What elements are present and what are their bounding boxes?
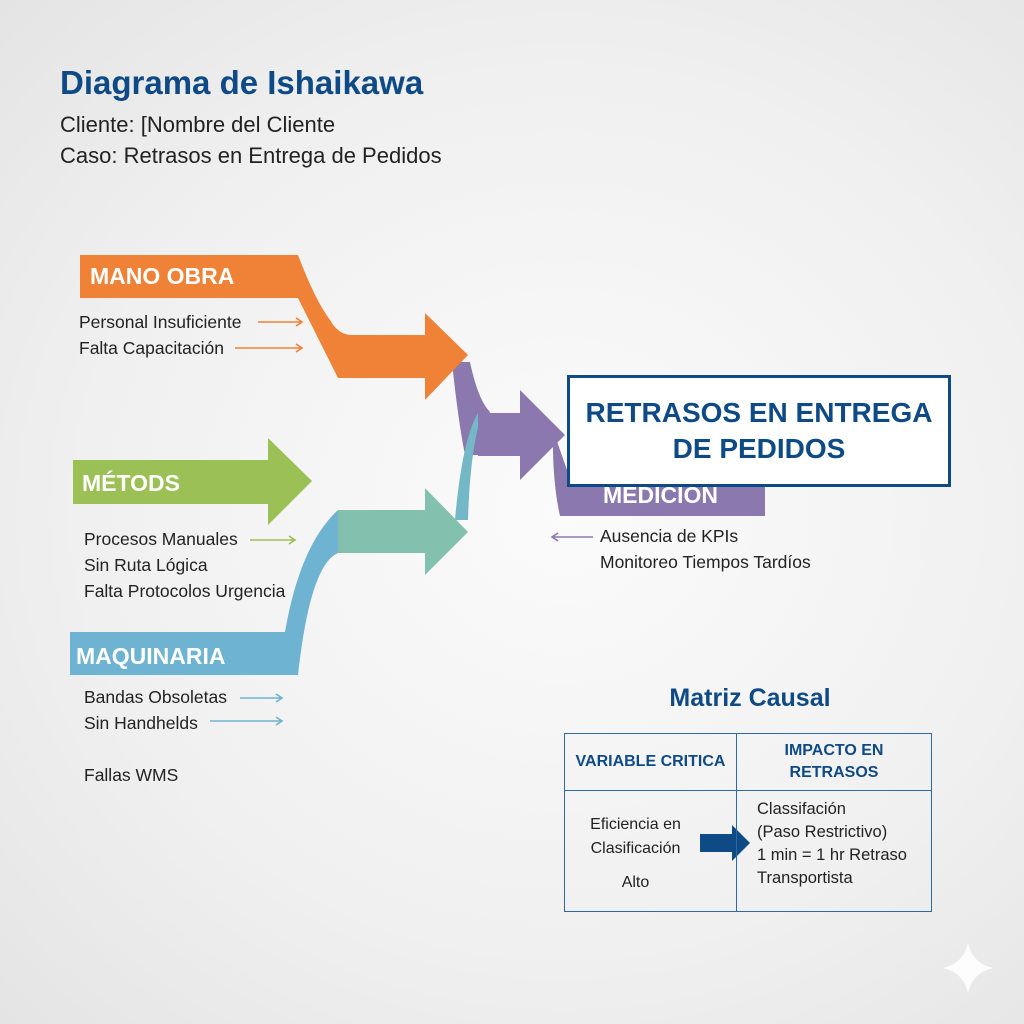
cause-item: Monitoreo Tiempos Tardíos [600,552,811,572]
impact-line: (Paso Restrictivo) [757,823,888,841]
effect-line-1: RETRASOS EN ENTREGA [585,397,933,428]
teal-connector [455,413,482,520]
cause-item: Procesos Manuales [84,529,238,549]
impact-line: Transportista [757,869,853,887]
cause-arrows [210,317,593,726]
metodos-label: MÉTODS [82,470,180,496]
impact-line: Classifación [757,800,846,818]
mano-obra-arrow [80,255,468,400]
maquinaria-label: MAQUINARIA [76,643,226,669]
cause-item: Bandas Obsoletas [84,687,228,707]
impact-line: 1 min = 1 hr Retraso [757,846,907,864]
teal-arrow [338,488,468,575]
maquinaria-causes: Bandas Obsoletas Sin Handhelds Fallas WM… [84,684,227,788]
matrix-variable-cell: Eficiencia en Clasificación Alto [564,790,737,912]
mano-obra-label: MANO OBRA [90,263,235,289]
cause-item: Falta Protocolos Urgencia [84,581,286,601]
case-line: Caso: Retrasos en Entrega de Pedidos [60,143,442,168]
effect-line-2: DE PEDIDOS [672,433,846,464]
medicion-causes: Ausencia de KPIs Monitoreo Tiempos Tardí… [600,523,811,575]
cause-item: Sin Ruta Lógica [84,555,208,575]
variable-line: Clasificación [590,840,681,857]
matrix-header-impact: IMPACTO EN RETRASOS [736,733,932,791]
cause-item: Ausencia de KPIs [600,526,739,546]
client-line: Cliente: [Nombre del Cliente [60,112,336,137]
cause-item: Falta Capacitación [79,338,224,358]
causal-matrix: VARIABLE CRITICA IMPACTO EN RETRASOS Efi… [564,733,932,912]
purple-arrow [478,390,565,480]
variable-line: Eficiencia en [590,816,681,833]
maquinaria-ribbon [70,510,338,675]
page-title: Diagrama de Ishaikawa [60,64,424,101]
variable-impact-level: Alto [621,874,650,891]
cause-item: Personal Insuficiente [79,312,242,332]
matrix-title: Matriz Causal [669,684,831,712]
metodos-arrow [73,438,312,525]
cause-item: Sin Handhelds [84,713,198,733]
mano-obra-causes: Personal Insuficiente Falta Capacitación [79,309,241,361]
effect-box: RETRASOS EN ENTREGA DE PEDIDOS [567,375,951,487]
matrix-impact-cell: Classifación (Paso Restrictivo) 1 min = … [736,790,932,912]
matrix-header-variable: VARIABLE CRITICA [564,733,737,791]
cause-item: Fallas WMS [84,765,179,785]
metodos-causes: Procesos Manuales Sin Ruta Lógica Falta … [84,526,285,604]
sparkle-icon [943,943,993,993]
